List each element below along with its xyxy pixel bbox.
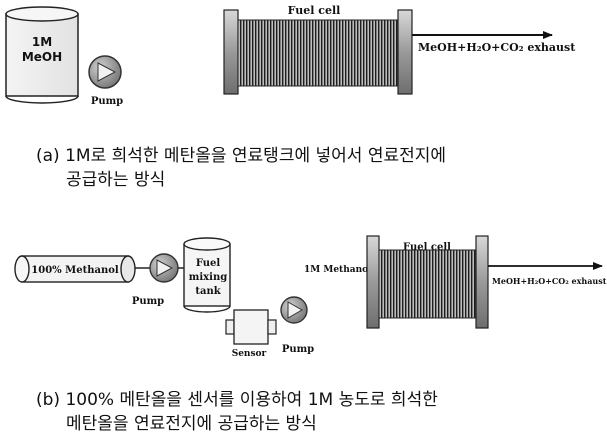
pump-label: Pump <box>132 296 164 307</box>
pump-label: Pump <box>282 344 314 355</box>
caption-a-line1: (a) 1M로 희석한 메탄올을 연료탱크에 넣어서 연료전지에 <box>36 146 447 166</box>
meoh-tank <box>5 6 79 104</box>
fuel-cell-stack <box>366 235 489 329</box>
pump-label: Pump <box>91 96 123 107</box>
mixing-tank-label-line1: Fuel <box>196 258 221 269</box>
tank-label-line2: MeOH <box>22 50 62 64</box>
caption-b-line2: 메탄올을 연료전지에 공급하는 방식 <box>66 414 317 434</box>
mixing-tank <box>183 237 231 313</box>
pump-icon <box>149 253 179 283</box>
caption-b: (b) 100% 메탄올을 센서를 이용하여 1M 농도로 희석한 메탄올을 연… <box>36 388 438 436</box>
exhaust-label: MeOH+H₂O+CO₂ exhaust <box>418 41 576 54</box>
caption-b-line1: (b) 100% 메탄올을 센서를 이용하여 1M 농도로 희석한 <box>36 390 438 410</box>
sensor-icon <box>225 309 277 345</box>
tank-label-line1: 1M <box>32 35 52 49</box>
fuel-cell-stack <box>223 9 413 95</box>
sensor-label: Sensor <box>232 349 267 359</box>
caption-a: (a) 1M로 희석한 메탄올을 연료탱크에 넣어서 연료전지에 공급하는 방식 <box>36 144 446 192</box>
pump-icon <box>280 296 308 324</box>
fuel-cell-label: Fuel cell <box>288 4 341 17</box>
fuel-cell-label: Fuel cell <box>403 242 451 253</box>
mixing-tank-label-line2: mixing <box>189 272 227 283</box>
source-label: 100% Methanol <box>31 265 119 276</box>
methanol-source-tank <box>14 255 136 283</box>
feed-label: 1M Methanol <box>304 265 372 275</box>
exhaust-label: MeOH+H₂O+CO₂ exhaust <box>492 276 607 286</box>
mixing-tank-label-line3: tank <box>195 286 221 297</box>
caption-a-line2: 공급하는 방식 <box>66 170 166 190</box>
pump-icon <box>88 55 122 89</box>
